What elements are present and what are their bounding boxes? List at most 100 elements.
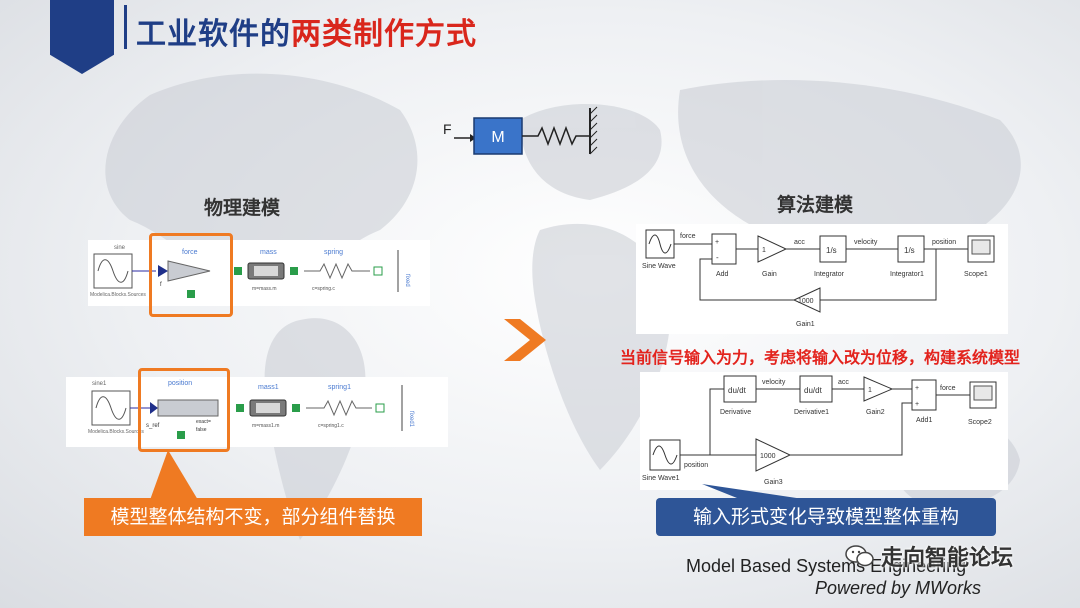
acc-label: acc: [794, 239, 805, 246]
acc-label-2: acc: [838, 379, 849, 386]
highlight-box-position: [138, 368, 230, 452]
annotation-text: 当前信号输入为力，考虑将输入改为位移，构建系统模型: [620, 348, 1021, 367]
gain3-label: Gain3: [764, 479, 783, 486]
position-label-2: position: [684, 462, 708, 469]
chevron-right-icon: [504, 319, 546, 361]
gain3-value: 1000: [760, 453, 776, 460]
mass1-caption: m=mass1.m: [252, 423, 279, 429]
integrator-symbol: 1/s: [826, 246, 837, 255]
mass-spring-diagram: F M: [443, 106, 598, 155]
watermark-text: 走向智能论坛: [881, 546, 1014, 571]
spring-shape: [522, 125, 590, 147]
input-port: [158, 265, 168, 277]
title-part2: 两类制作方式: [291, 17, 477, 52]
wall-hatch: [589, 106, 598, 155]
sine-wave-glyph: [648, 234, 672, 254]
integrator1-label: Integrator1: [890, 271, 924, 278]
support-flange-2: [177, 431, 185, 439]
spring-component[interactable]: [304, 262, 370, 280]
sine-wave1-glyph: [652, 445, 678, 465]
algorithm-diagram-2: du/dt Derivative velocity du/dt Derivati…: [640, 372, 1008, 490]
force-block[interactable]: [167, 260, 211, 282]
scope2-screen: [973, 385, 993, 401]
sine1-caption: Modelica.Blocks.Sources: [88, 429, 144, 435]
wechat-icon: [845, 545, 874, 567]
position-exact-label: exact=: [196, 419, 211, 425]
wire-feedback-a: [820, 249, 937, 301]
derivative-block[interactable]: [723, 375, 757, 403]
force-signal-label: force: [680, 233, 696, 240]
scope1-screen: [971, 239, 991, 255]
scope2-label: Scope2: [968, 419, 992, 426]
algorithm-diagram-1: Sine Wave force + - Add 1 Gain acc 1/s I…: [636, 224, 1008, 334]
gain-label: Gain: [762, 271, 777, 278]
spring-caption: c=spring.c: [312, 286, 335, 292]
force-label-2: force: [940, 385, 956, 392]
physical-modeling-title: 物理建模: [204, 197, 281, 219]
wire-gain3-add: [790, 402, 912, 456]
page-title: 工业软件的两类制作方式: [136, 9, 477, 53]
position-block[interactable]: [157, 399, 219, 417]
gain-value: 1: [762, 247, 766, 254]
gain3-block[interactable]: [755, 438, 792, 472]
physical-callout: 模型整体结构不变，部分组件替换: [84, 498, 422, 536]
flange-c: [373, 266, 383, 276]
physical-diagram-1: sine Modelica.Blocks.Sources force f mas…: [88, 240, 430, 306]
scope1-label: Scope1: [964, 271, 988, 278]
force-arrowhead: [470, 134, 476, 142]
sine1-title: sine1: [92, 381, 107, 387]
integrator-label: Integrator: [814, 271, 845, 278]
algorithm-diagram-2-canvas: du/dt Derivative velocity du/dt Derivati…: [642, 375, 997, 486]
mass-label: M: [491, 129, 504, 146]
spring1-caption: c=spring1.c: [318, 423, 344, 429]
sine-title: sine: [114, 245, 126, 251]
derivative-label: Derivative: [720, 409, 751, 416]
callout-pointer-blue: [702, 484, 810, 500]
support-flange: [187, 290, 195, 298]
sine-wave-label: Sine Wave: [642, 263, 676, 270]
fixed-label: fixed: [404, 274, 410, 287]
add1-plus-top: +: [915, 385, 919, 392]
wire-feedback-b: [699, 258, 794, 301]
add-plus: +: [715, 239, 719, 246]
spring1-component[interactable]: [306, 399, 372, 417]
physical-diagram-2-canvas: sine1 Modelica.Blocks.Sources position s…: [88, 380, 414, 439]
wire-to-derivative: [709, 388, 724, 455]
position-signal-label: position: [932, 239, 956, 246]
integrator1-symbol: 1/s: [904, 246, 915, 255]
mass-block-label: mass: [260, 249, 277, 256]
add-label: Add: [716, 271, 729, 278]
physical-diagram-1-canvas: sine Modelica.Blocks.Sources force f mas…: [90, 245, 410, 298]
add1-label: Add1: [916, 417, 932, 424]
fixed1-label: fixed1: [408, 411, 414, 428]
mass1-highlight: [256, 403, 280, 413]
force-label: F: [443, 121, 452, 137]
velocity-label-2: velocity: [762, 379, 786, 386]
title-part1: 工业软件的: [136, 17, 291, 52]
gain2-block[interactable]: [863, 376, 894, 402]
gain1-block[interactable]: [792, 287, 821, 313]
mass-block: [473, 117, 523, 155]
sine1-wave-shape: [95, 396, 127, 420]
mass-highlight: [254, 266, 278, 276]
input-port-2: [150, 402, 158, 414]
add-minus: -: [716, 253, 719, 262]
gain-block[interactable]: [757, 235, 788, 263]
mass-caption: m=mass.m: [252, 286, 277, 292]
integrator-block[interactable]: [819, 235, 847, 263]
add1-plus-bottom: +: [915, 401, 919, 408]
algorithm-modeling-title: 算法建模: [777, 194, 854, 216]
gain2-label: Gain2: [866, 409, 885, 416]
position-port-label: s_ref: [146, 423, 160, 429]
highlight-box-force: [149, 233, 233, 317]
gain2-value: 1: [868, 387, 872, 394]
physical-diagram-2: sine1 Modelica.Blocks.Sources position s…: [66, 377, 448, 447]
flange-c-2: [375, 403, 385, 413]
force-block-label: force: [182, 249, 198, 256]
algorithm-callout: 输入形式变化导致模型整体重构: [656, 498, 996, 536]
watermark: 走向智能论坛: [845, 540, 1013, 572]
position-exact-value: false: [196, 427, 207, 433]
derivative-symbol: du/dt: [728, 386, 747, 395]
sine-wave1-label: Sine Wave1: [642, 475, 680, 482]
velocity-label: velocity: [854, 239, 878, 246]
